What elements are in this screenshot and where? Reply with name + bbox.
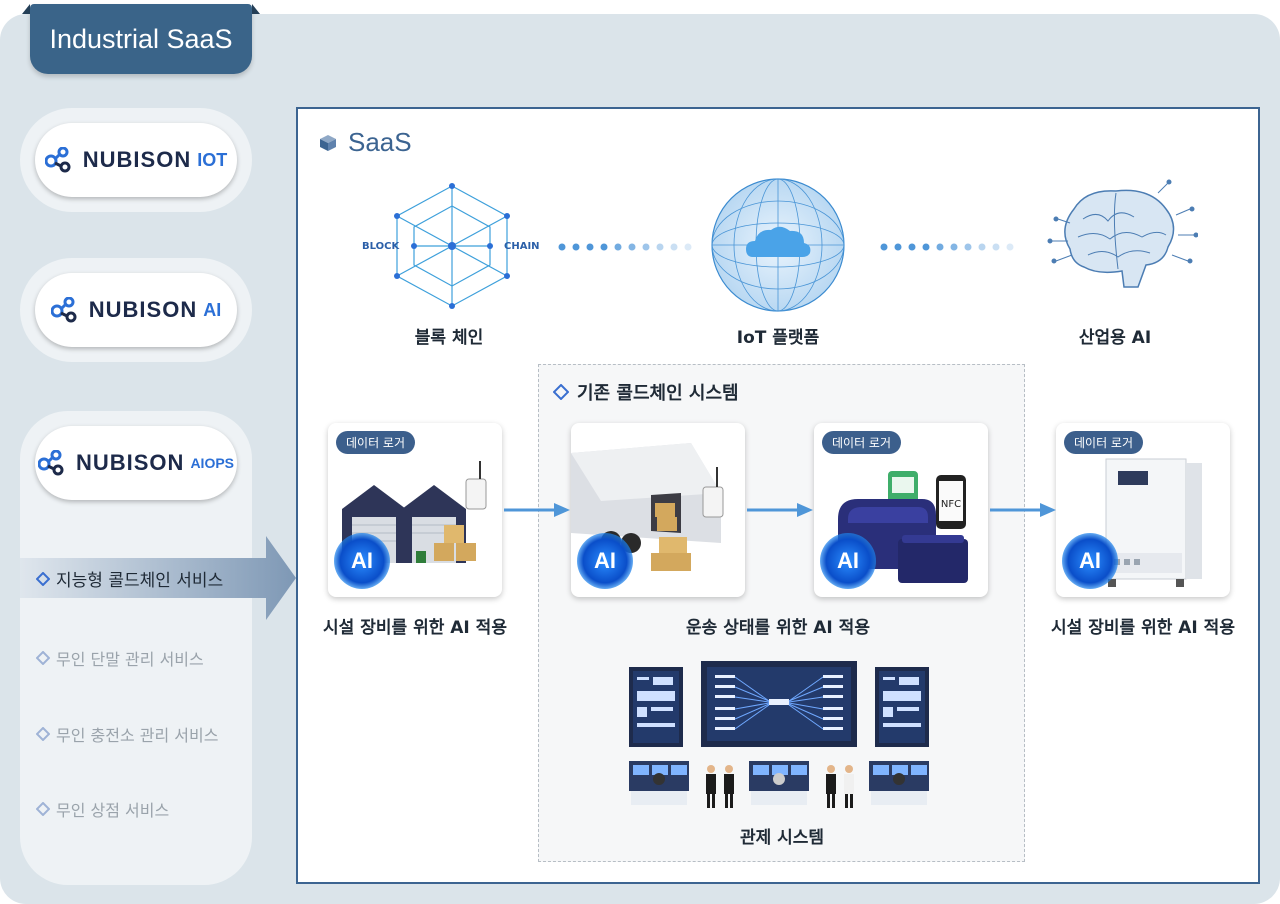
diamond-icon (36, 802, 50, 816)
ai-badge: AI (334, 533, 390, 589)
block-tag: BLOCK (362, 241, 400, 252)
truck-illustration (571, 443, 724, 571)
nubison-mark-icon (37, 450, 64, 476)
saas-title-text: SaaS (348, 127, 412, 157)
nubison-mark-icon (44, 147, 71, 173)
ai-badge: AI (1062, 533, 1118, 589)
logo-word: NUBISON (75, 450, 185, 475)
chain-tag: CHAIN (504, 241, 540, 252)
diamond-icon (553, 384, 569, 400)
saas-title: SaaS (318, 127, 412, 158)
card-truck: AI (571, 423, 745, 597)
caption-iot-platform: IoT 플랫폼 (736, 328, 820, 348)
freezer-illustration (1105, 458, 1202, 587)
badge-data-logger: 데이터 로거 (336, 431, 416, 454)
ai-badge: AI (577, 533, 633, 589)
iot-globe-icon (711, 178, 845, 312)
logo-suffix: AI (203, 299, 222, 320)
caption-control-system: 관제 시스템 (739, 828, 825, 848)
card-freezer: 데이터 로거 AI (1056, 423, 1230, 597)
service-label: 지능형 콜드체인 서비스 (56, 571, 224, 591)
logo-word: NUBISON (88, 297, 198, 322)
card-cooler-bag: NFC 데이터 로거 AI (814, 423, 988, 597)
service-item-charging[interactable]: 무인 충전소 관리 서비스 (36, 722, 218, 746)
logo-suffix: IOT (197, 149, 228, 170)
ai-brain-icon (1047, 179, 1198, 288)
nubison-mark-icon (50, 297, 77, 323)
service-item-cold-chain[interactable]: 지능형 콜드체인 서비스 (36, 566, 223, 591)
saas-panel: SaaS BLOCK CHAIN (296, 107, 1260, 884)
caption-industrial-ai: 산업용 AI (1078, 328, 1152, 348)
diamond-icon (36, 571, 50, 586)
card-warehouse: 데이터 로거 AI (328, 423, 502, 597)
legacy-title: 기존 콜드체인 시스템 (553, 379, 739, 405)
dotted-connector (558, 243, 692, 251)
service-label: 무인 단말 관리 서비스 (56, 650, 204, 669)
diamond-icon (36, 651, 50, 665)
badge-data-logger: 데이터 로거 (1064, 431, 1144, 454)
service-label: 무인 충전소 관리 서비스 (56, 726, 219, 745)
dotted-connector (880, 243, 1014, 251)
logo-nubison-aiops: NUBISON AIOPS (20, 411, 252, 515)
caption-facility-right: 시설 장비를 위한 AI 적용 (1051, 618, 1235, 638)
blockchain-network-icon: BLOCK CHAIN (362, 183, 540, 309)
cube-icon (320, 134, 336, 151)
logo-word: NUBISON (82, 147, 192, 172)
flow-arrow (504, 503, 570, 517)
page-title-text: Industrial SaaS (49, 23, 233, 54)
caption-blockchain: 블록 체인 (414, 328, 484, 348)
flow-arrow (990, 503, 1056, 517)
badge-data-logger: 데이터 로거 (822, 431, 902, 454)
flow-arrow (747, 503, 813, 517)
logo-suffix: AIOPS (190, 455, 235, 471)
ai-badge: AI (820, 533, 876, 589)
logo-nubison-iot: NUBISON IOT (20, 108, 252, 212)
caption-transport: 운송 상태를 위한 AI 적용 (686, 618, 870, 638)
nfc-label: NFC (941, 499, 961, 510)
service-label: 무인 상점 서비스 (56, 801, 170, 820)
caption-facility-left: 시설 장비를 위한 AI 적용 (323, 618, 507, 638)
diamond-icon (36, 727, 50, 741)
control-room-illustration (629, 661, 929, 808)
legacy-title-text: 기존 콜드체인 시스템 (577, 383, 739, 404)
logo-nubison-ai: NUBISON AI (20, 258, 252, 362)
page-title: Industrial SaaS (30, 4, 252, 74)
service-item-terminal[interactable]: 무인 단말 관리 서비스 (36, 646, 204, 670)
active-service-arrow (20, 536, 296, 620)
service-item-store[interactable]: 무인 상점 서비스 (36, 797, 169, 821)
